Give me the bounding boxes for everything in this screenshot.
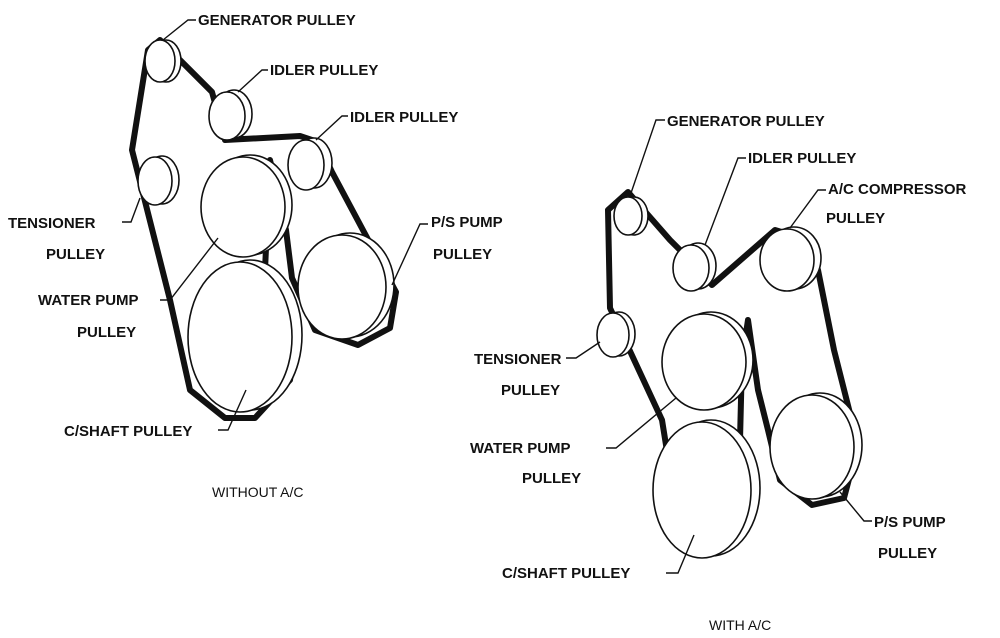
ps-pump-pulley bbox=[769, 392, 863, 500]
ps-pump-pulley bbox=[297, 232, 395, 340]
label-ac-compressor-2: PULLEY bbox=[826, 210, 885, 227]
leader-tensioner bbox=[566, 341, 601, 359]
label-tensioner-2: PULLEY bbox=[501, 382, 560, 399]
water-pump-pulley bbox=[200, 154, 293, 258]
generator-pulley bbox=[144, 39, 182, 83]
label-ac-compressor: A/C COMPRESSOR bbox=[828, 181, 967, 198]
label-water-pump-2: PULLEY bbox=[77, 324, 136, 341]
label-generator-pulley: GENERATOR PULLEY bbox=[667, 113, 825, 130]
caption-with-ac: WITH A/C bbox=[709, 617, 771, 633]
cshaft-pulley bbox=[187, 259, 303, 413]
label-tensioner: TENSIONER bbox=[8, 215, 96, 232]
label-cshaft-pulley: C/SHAFT PULLEY bbox=[64, 423, 192, 440]
tensioner-pulley bbox=[137, 155, 180, 206]
leader-water-pump bbox=[606, 397, 677, 449]
label-tensioner-2: PULLEY bbox=[46, 246, 105, 263]
label-water-pump-2: PULLEY bbox=[522, 470, 581, 487]
ac-compressor-pulley bbox=[759, 226, 822, 292]
leader-water-pump bbox=[160, 237, 219, 301]
caption-without-ac: WITHOUT A/C bbox=[212, 484, 304, 500]
leader-cshaft bbox=[218, 389, 247, 431]
tensioner-pulley bbox=[596, 311, 636, 358]
label-water-pump: WATER PUMP bbox=[470, 440, 571, 457]
label-idler-pulley-1: IDLER PULLEY bbox=[270, 62, 378, 79]
idler-pulley-right bbox=[287, 137, 333, 191]
idler-pulley bbox=[672, 242, 717, 292]
leader-ac-compressor bbox=[789, 189, 826, 229]
label-ps-pump-2: PULLEY bbox=[878, 545, 937, 562]
label-idler-pulley: IDLER PULLEY bbox=[748, 150, 856, 167]
water-pump-pulley bbox=[661, 311, 754, 411]
without-ac-diagram: GENERATOR PULLEY IDLER PULLEY IDLER PULL… bbox=[8, 12, 503, 500]
label-water-pump: WATER PUMP bbox=[38, 292, 139, 309]
generator-pulley bbox=[613, 196, 649, 236]
idler-pulley-upper bbox=[208, 89, 253, 141]
leader-ps-pump bbox=[391, 223, 428, 286]
with-ac-diagram: GENERATOR PULLEY IDLER PULLEY A/C COMPRE… bbox=[470, 113, 967, 633]
leader-idler-2 bbox=[315, 115, 348, 141]
label-ps-pump-2: PULLEY bbox=[433, 246, 492, 263]
leader-cshaft bbox=[666, 534, 695, 574]
leader-ps-pump bbox=[839, 491, 872, 522]
leader-generator bbox=[162, 19, 196, 41]
label-ps-pump: P/S PUMP bbox=[874, 514, 946, 531]
label-generator-pulley: GENERATOR PULLEY bbox=[198, 12, 356, 29]
label-idler-pulley-2: IDLER PULLEY bbox=[350, 109, 458, 126]
leader-idler bbox=[704, 157, 746, 246]
cshaft-pulley bbox=[652, 419, 761, 559]
label-ps-pump: P/S PUMP bbox=[431, 214, 503, 231]
label-tensioner: TENSIONER bbox=[474, 351, 562, 368]
label-cshaft-pulley: C/SHAFT PULLEY bbox=[502, 565, 630, 582]
leader-generator bbox=[629, 119, 665, 197]
leader-tensioner bbox=[122, 197, 141, 223]
leader-idler-1 bbox=[237, 69, 268, 93]
